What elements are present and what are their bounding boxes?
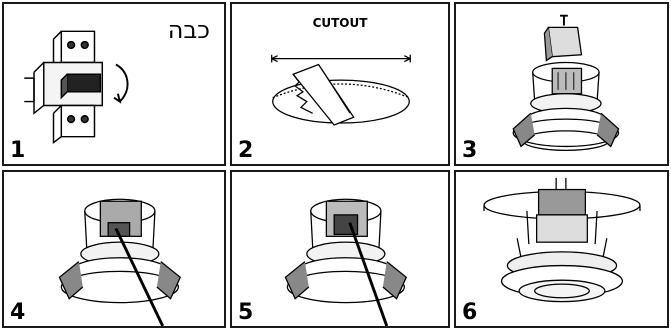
switch-off-label: כבה bbox=[168, 16, 210, 44]
step-1-panel: כבה 1 bbox=[2, 2, 226, 166]
step-number: 6 bbox=[462, 302, 477, 324]
step-4-panel: 4 bbox=[2, 170, 226, 328]
installed-fixture-illustration bbox=[456, 172, 667, 326]
step-6-panel: 6 bbox=[454, 170, 669, 328]
step-3-panel: 3 bbox=[454, 2, 669, 166]
step-2-panel: CUTOUT 2 bbox=[230, 2, 450, 166]
step-number: 3 bbox=[462, 140, 477, 162]
wiring-screwdriver-illustration bbox=[4, 172, 224, 326]
terminal-tighten-illustration bbox=[232, 172, 448, 326]
step-5-panel: 5 bbox=[230, 170, 450, 328]
cutout-label: CUTOUT bbox=[232, 16, 448, 30]
step-number: 5 bbox=[238, 302, 253, 324]
step-number: 4 bbox=[10, 302, 25, 324]
fixture-terminal-illustration bbox=[456, 4, 667, 164]
step-number: 1 bbox=[10, 140, 25, 162]
step-number: 2 bbox=[238, 140, 253, 162]
